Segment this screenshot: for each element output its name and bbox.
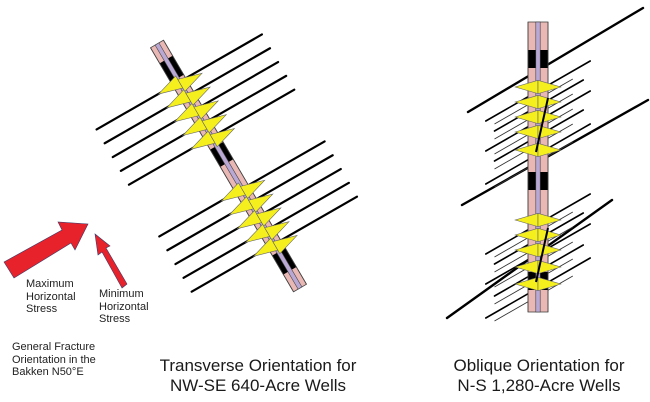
min-stress-label-line: Stress [99,313,131,326]
max-stress-label-line: Stress [26,303,58,316]
caption-line: N-S 1,280-Acre Wells [457,376,621,396]
wing-set [157,72,298,257]
fracture-orientation-line: Bakken N50°E [12,366,84,379]
transverse-frac-wings [157,72,298,257]
frac-wing [514,212,539,228]
frac-wing [209,127,236,148]
min-stress-arrow-icon [94,233,128,289]
fracture-orientation-line: General Fracture [12,341,96,353]
frac-wing [537,259,562,275]
max-stress-label-line: Maximum [26,278,74,290]
frac-wing [537,142,562,158]
caption-line: NW-SE 640-Acre Wells [169,376,347,396]
frac-wing [177,72,203,92]
fracture-line [466,6,645,114]
frac-wing [514,276,539,292]
max-stress-arrow-icon [3,221,89,279]
oblique-caption: Oblique Orientation for N-S 1,280-Acre W… [427,356,650,397]
frac-wing [185,86,211,106]
max-stress-label: Maximum Horizontal Stress [26,278,76,316]
frac-wing [193,100,220,120]
oblique-frac-wings [514,79,562,292]
frac-wing [537,94,562,110]
caption-line: Transverse Orientation for [159,356,357,375]
frac-wing [248,193,274,213]
wing-set [514,79,562,292]
fracture-orientation-line: Orientation in the [12,353,96,366]
fracture-orientation-note: General Fracture Orientation in the Bakk… [12,341,96,379]
frac-wing [256,207,282,227]
frac-wing [537,124,562,140]
min-stress-label-line: Minimum [99,288,144,300]
max-stress-label-line: Horizontal [26,290,76,303]
frac-wing [537,109,562,125]
frac-wing [537,79,562,95]
transverse-caption: Transverse Orientation for NW-SE 640-Acr… [146,356,370,397]
min-stress-label: Minimum Horizontal Stress [99,288,149,326]
min-stress-label-line: Horizontal [99,300,149,313]
caption-line: Oblique Orientation for [453,356,625,375]
frac-wing [264,221,290,241]
oblique-fracture-trace [535,227,549,283]
frac-wing [537,212,562,228]
oblique-well-panel [445,6,650,322]
frac-wing [272,234,298,255]
frac-wing [537,227,562,243]
frac-wing [201,114,228,134]
tubing [535,21,541,313]
frac-wing [537,276,562,292]
transverse-well-panel [95,33,359,293]
oblique-fracture-trace [535,97,549,153]
frac-wing [239,179,266,199]
